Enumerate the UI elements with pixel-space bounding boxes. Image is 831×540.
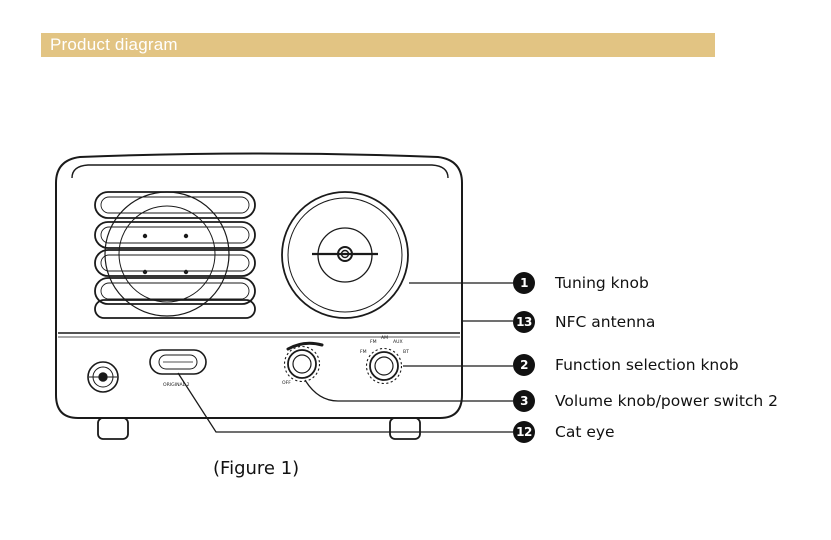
speaker-grille — [95, 192, 255, 318]
callout-label: Volume knob/power switch 2 — [555, 392, 778, 410]
function-label-am: AM — [381, 335, 388, 341]
function-label-aux: AUX — [393, 339, 403, 345]
radio-body — [56, 154, 462, 440]
logo-plate — [150, 350, 206, 374]
callout-number-badge: 3 — [513, 390, 535, 412]
callout-nfc-antenna: 13 NFC antenna — [513, 311, 655, 333]
panel-labels: FM AM AUX FM BT OFF ORIGINAL 2 — [163, 335, 409, 388]
callout-label: Function selection knob — [555, 356, 739, 374]
callout-label: NFC antenna — [555, 313, 655, 331]
callout-label: Cat eye — [555, 423, 615, 441]
volume-knob — [285, 343, 323, 381]
callout-number-badge: 1 — [513, 272, 535, 294]
function-label-fm-1: FM — [370, 339, 377, 345]
callout-volume-knob: 3 Volume knob/power switch 2 — [513, 390, 778, 412]
cat-eye-indicator — [88, 362, 118, 392]
function-label-bt: BT — [403, 349, 409, 355]
callout-number-badge: 2 — [513, 354, 535, 376]
callout-label: Tuning knob — [555, 274, 649, 292]
volume-knob-leader — [305, 380, 513, 401]
callout-cat-eye: 12 Cat eye — [513, 421, 615, 443]
function-label-fm-2: FM — [360, 349, 367, 355]
callout-tuning-knob: 1 Tuning knob — [513, 272, 649, 294]
figure-caption: (Figure 1) — [213, 458, 299, 479]
function-knob — [367, 349, 402, 384]
callout-function-selection-knob: 2 Function selection knob — [513, 354, 739, 376]
callout-number-badge: 12 — [513, 421, 535, 443]
volume-off-label: OFF — [282, 380, 291, 386]
callout-number-badge: 13 — [513, 311, 535, 333]
tuning-dial — [282, 192, 408, 318]
logo-text: ORIGINAL 2 — [163, 382, 190, 388]
